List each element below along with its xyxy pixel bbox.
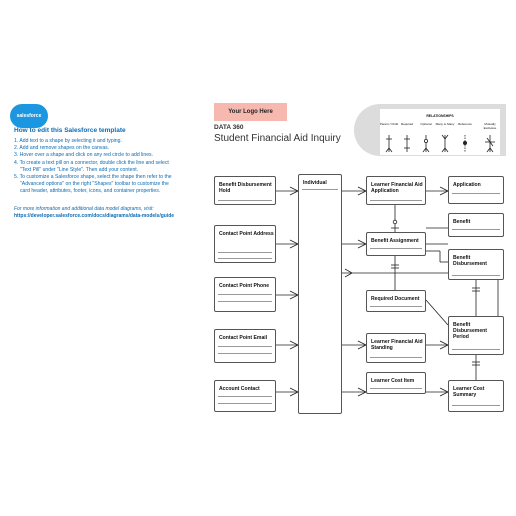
legend-label: Reference [458, 122, 472, 126]
entity-account-contact[interactable]: Account Contact [214, 380, 276, 412]
divider [370, 357, 422, 358]
entity-individual[interactable]: Individual [298, 174, 342, 414]
many-to-many-glyph-icon [441, 134, 449, 153]
step: 4. To create a text pill on a connector,… [14, 159, 169, 166]
optional-glyph-icon [422, 135, 430, 153]
instructions-steps: 1. Add text to a shape by selecting it a… [14, 138, 204, 196]
step: 2. Add and remove shapes on the canvas. [14, 145, 110, 152]
entity-benefit-disbursement-hold[interactable]: Benefit Disbursement Hold [214, 176, 276, 205]
step: 5. To customize a Salesforce shape, sele… [14, 174, 172, 181]
divider [370, 388, 422, 389]
entity-contact-point-address[interactable]: Contact Point Address [214, 225, 276, 263]
entity-benefit-disbursement-period[interactable]: Benefit Disbursement Period [448, 316, 504, 355]
legend-label: Required [400, 122, 414, 126]
mutually-exclusive-glyph-icon [485, 135, 495, 153]
entity-benefit[interactable]: Benefit [448, 213, 504, 237]
reference-glyph-icon [462, 135, 467, 152]
instructions-link[interactable]: https://developer.salesforce.com/docs/di… [14, 213, 175, 219]
logo-placeholder[interactable]: Your Logo Here [214, 103, 287, 121]
divider [218, 403, 272, 404]
divider [218, 258, 272, 259]
entity-contact-point-email[interactable]: Contact Point Email [214, 329, 276, 363]
entity-learner-financial-aid-application[interactable]: Learner Financial Aid Application [366, 176, 426, 205]
divider [370, 200, 422, 201]
parent-child-glyph-icon [385, 135, 393, 153]
divider [452, 229, 500, 230]
entity-benefit-disbursement[interactable]: Benefit Disbursement [448, 249, 504, 280]
divider [370, 306, 422, 307]
legend-panel [380, 109, 500, 155]
divider [452, 405, 500, 406]
entity-benefit-assignment[interactable]: Benefit Assignment [366, 232, 426, 256]
step: "Advanced options" on the right "Shapes"… [20, 181, 169, 188]
step: card header, attributes, footer, icons, … [20, 188, 161, 195]
instructions-title: How to edit this Salesforce template [14, 127, 126, 134]
step: 3. Hover over a shape and click on any r… [14, 152, 154, 159]
page-title: Student Financial Aid Inquiry [214, 133, 341, 144]
legend-label: Parent / Child [379, 122, 399, 126]
entity-contact-point-phone[interactable]: Contact Point Phone [214, 277, 276, 312]
divider [218, 200, 272, 201]
divider [218, 301, 272, 302]
step: "Text Pill" under "Line Style". Then add… [20, 166, 139, 173]
entity-learner-financial-aid-standing[interactable]: Learner Financial Aid Standing [366, 333, 426, 363]
divider [302, 189, 338, 190]
divider [218, 346, 272, 347]
entity-learner-cost-item[interactable]: Learner Cost Item [366, 372, 426, 394]
instructions-note: For more information and additional data… [14, 206, 154, 212]
divider [452, 275, 500, 276]
salesforce-logo: salesforce [10, 104, 48, 128]
entity-learner-cost-summary[interactable]: Learner Cost Summary [448, 380, 504, 412]
divider [452, 193, 500, 194]
divider [452, 349, 500, 350]
divider [218, 252, 272, 253]
divider [218, 294, 272, 295]
entity-required-document[interactable]: Required Document [366, 290, 426, 312]
divider [370, 248, 422, 249]
divider [218, 396, 272, 397]
legend-label: Mutually Exclusive [483, 122, 497, 130]
step: 1. Add text to a shape by selecting it a… [14, 138, 122, 144]
legend-title: RELATIONSHIPS [426, 114, 454, 118]
entity-application[interactable]: Application [448, 176, 504, 204]
legend-label: Optional [420, 122, 432, 126]
divider [218, 353, 272, 354]
product-label: DATA 360 [214, 124, 244, 131]
legend-label: Many to Many [435, 122, 455, 126]
required-glyph-icon [404, 135, 410, 152]
